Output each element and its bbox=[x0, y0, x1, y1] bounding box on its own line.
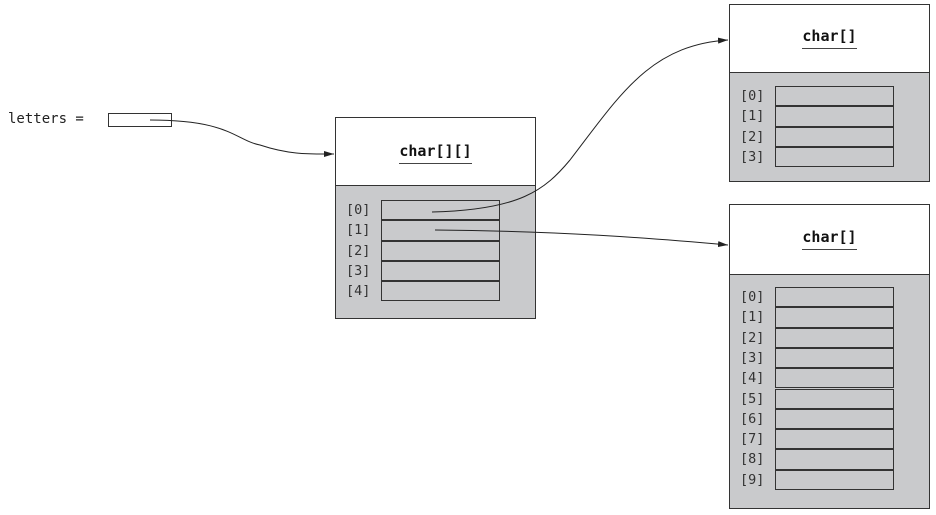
slot-index: [6] bbox=[740, 410, 765, 427]
array-slot: [6] bbox=[740, 408, 900, 430]
array-slot: [2] bbox=[346, 240, 506, 261]
slot-cell bbox=[775, 106, 894, 127]
array-slot: [4] bbox=[740, 368, 900, 389]
object-header: char[] bbox=[730, 5, 929, 73]
variable-label: letters = bbox=[8, 111, 84, 127]
slot-index: [3] bbox=[346, 262, 371, 279]
slot-cell bbox=[775, 307, 894, 328]
slot-cell bbox=[775, 388, 894, 409]
slot-cell bbox=[775, 368, 894, 389]
arrow-row1-to-inner1 bbox=[434, 229, 729, 248]
array-slot: [2] bbox=[740, 327, 900, 348]
array-slot: [1] bbox=[740, 307, 900, 328]
slot-index: [8] bbox=[740, 451, 765, 468]
slot-index: [2] bbox=[740, 329, 765, 346]
slot-cell bbox=[775, 327, 894, 348]
slot-cell bbox=[381, 240, 500, 261]
slot-index: [1] bbox=[346, 222, 371, 239]
slot-cell bbox=[775, 287, 894, 307]
slot-index: [3] bbox=[740, 349, 765, 366]
slot-index: [4] bbox=[346, 283, 371, 300]
array-slot: [5] bbox=[740, 388, 900, 409]
arrow-letters-to-outer bbox=[149, 119, 335, 158]
slot-index: [0] bbox=[740, 88, 765, 104]
array-slot: [0] bbox=[740, 287, 900, 307]
slot-index: [0] bbox=[346, 202, 371, 218]
slot-cell bbox=[775, 449, 894, 470]
type-label: char[] bbox=[802, 228, 857, 250]
slot-index: [5] bbox=[740, 390, 765, 407]
slot-cell bbox=[775, 126, 894, 147]
outer-array-object: char[][] [0] [1] [2] [3] [4] bbox=[335, 117, 536, 319]
variable-reference-box bbox=[108, 113, 172, 127]
object-header: char[] bbox=[730, 205, 929, 275]
slot-cell bbox=[775, 469, 894, 490]
slot-index: [9] bbox=[740, 471, 765, 488]
array-slot: [7] bbox=[740, 429, 900, 450]
object-type-title: char[] bbox=[730, 228, 929, 250]
slot-index: [2] bbox=[740, 128, 765, 145]
array-slot: [4] bbox=[346, 281, 506, 302]
slot-cell bbox=[775, 146, 894, 168]
type-label: char[][] bbox=[399, 142, 472, 164]
slot-cell bbox=[381, 281, 500, 302]
array-slot: [3] bbox=[740, 146, 900, 168]
object-type-title: char[][] bbox=[336, 142, 535, 164]
slot-cell bbox=[775, 86, 894, 106]
array-slot: [0] bbox=[740, 86, 900, 106]
type-label: char[] bbox=[802, 27, 857, 49]
array-slot: [2] bbox=[740, 126, 900, 147]
inner-array-object-0: char[] [0] [1] [2] [3] bbox=[729, 4, 930, 182]
array-slot: [0] bbox=[346, 200, 506, 220]
slot-index: [3] bbox=[740, 148, 765, 165]
slot-cell bbox=[775, 347, 894, 369]
arrow-row0-to-inner0 bbox=[431, 37, 729, 213]
slot-cell bbox=[775, 429, 894, 450]
slot-cell bbox=[775, 408, 894, 430]
array-slot: [9] bbox=[740, 469, 900, 490]
slot-index: [7] bbox=[740, 431, 765, 448]
slot-cell bbox=[381, 200, 500, 220]
slot-cell bbox=[381, 260, 500, 282]
slot-index: [1] bbox=[740, 108, 765, 125]
object-type-title: char[] bbox=[730, 27, 929, 49]
inner-array-object-1: char[] [0] [1] [2] [3] [4] [5] [6] [7] [8] [9] bbox=[729, 204, 930, 509]
array-slot: [3] bbox=[346, 260, 506, 282]
slot-index: [2] bbox=[346, 242, 371, 259]
array-slot: [3] bbox=[740, 347, 900, 369]
array-slot: [8] bbox=[740, 449, 900, 470]
slot-index: [0] bbox=[740, 289, 765, 305]
object-header: char[][] bbox=[336, 118, 535, 186]
array-slot: [1] bbox=[740, 106, 900, 127]
slot-index: [4] bbox=[740, 370, 765, 387]
slot-index: [1] bbox=[740, 309, 765, 326]
